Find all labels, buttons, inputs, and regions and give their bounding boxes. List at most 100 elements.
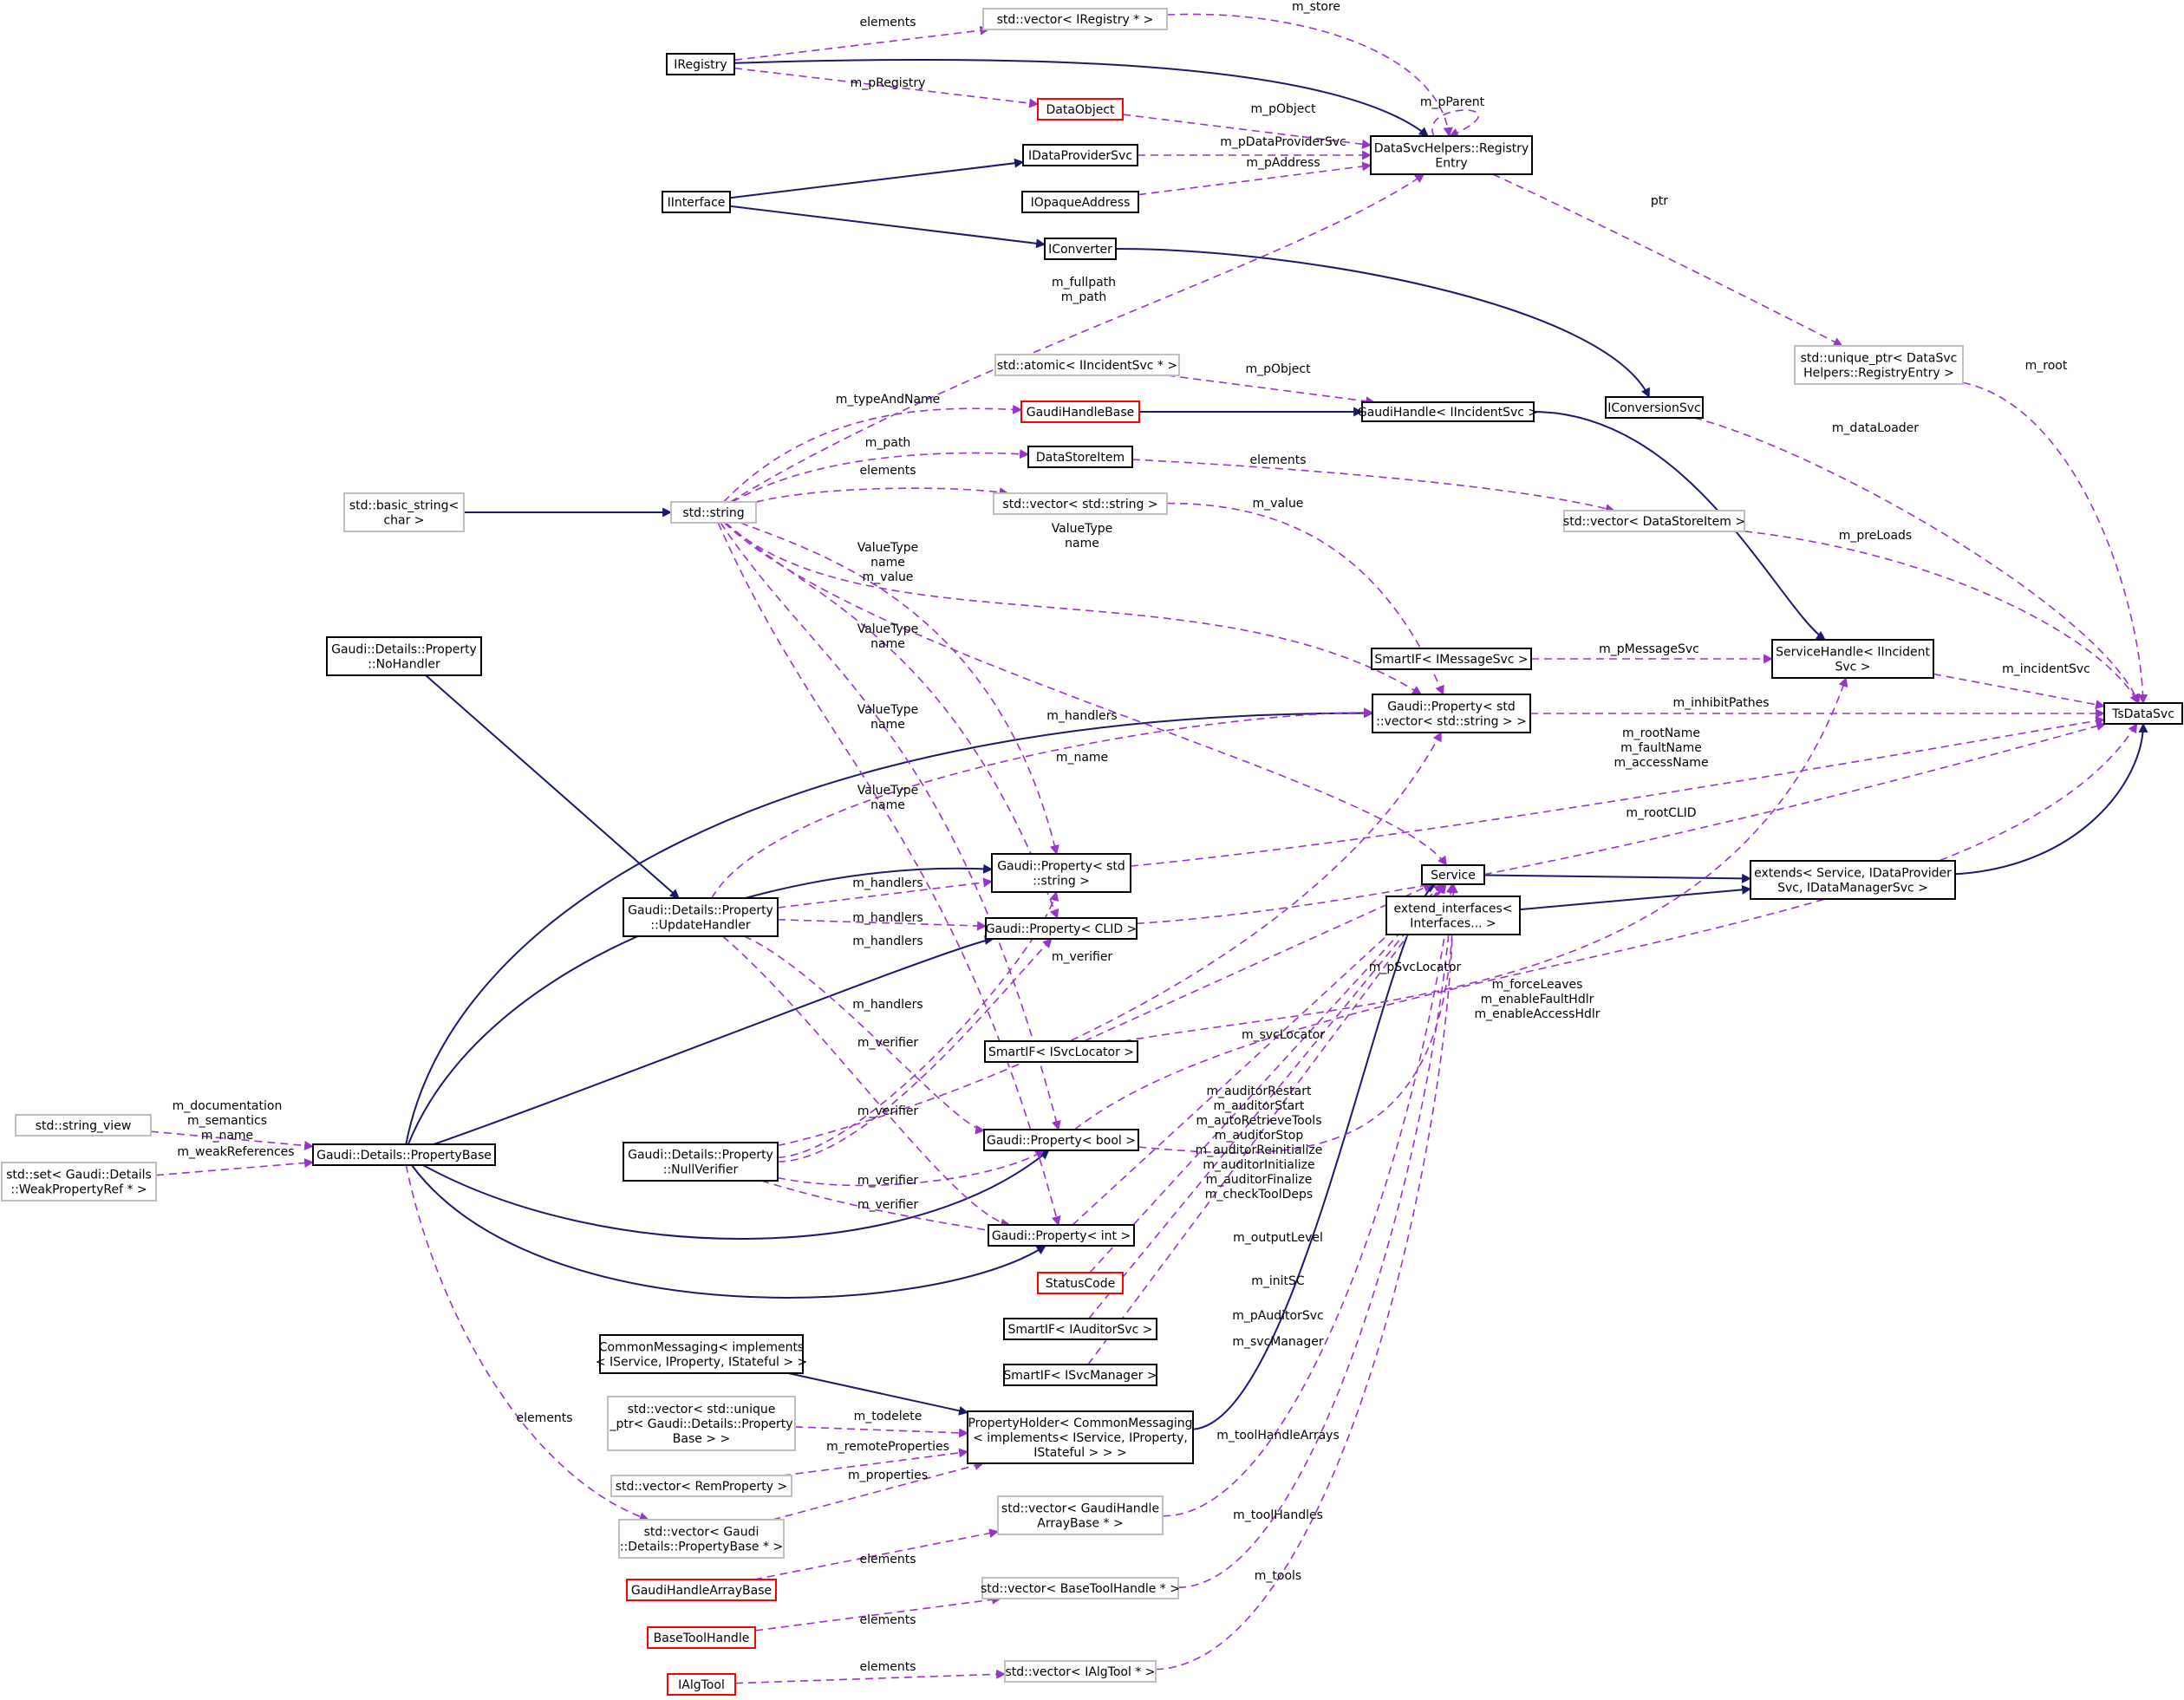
class-node-label: StatusCode bbox=[1046, 1277, 1115, 1291]
class-node-vec-iregistry[interactable]: std::vector< IRegistry * > bbox=[982, 8, 1168, 30]
class-node-status-code[interactable]: StatusCode bbox=[1037, 1272, 1124, 1294]
class-node-prop-string[interactable]: Gaudi::Property< std::string > bbox=[991, 853, 1131, 893]
class-node-base-tool-handle[interactable]: BaseToolHandle bbox=[647, 1626, 756, 1649]
class-node-gaudi-handle-ii[interactable]: GaudiHandle< IIncidentSvc > bbox=[1358, 401, 1538, 422]
class-node-box bbox=[670, 501, 757, 524]
class-node-ts-data-svc[interactable]: TsDataSvc bbox=[2103, 702, 2183, 725]
class-node-data-store-item[interactable]: DataStoreItem bbox=[1027, 446, 1133, 468]
class-node-vec-unique-ptr[interactable]: std::vector< std::unique_ptr< Gaudi::Det… bbox=[607, 1396, 796, 1451]
class-node-ialg-tool[interactable]: IAlgTool bbox=[667, 1673, 736, 1696]
class-node-label: std::unique_ptr< DataSvc bbox=[1801, 352, 1958, 366]
class-node-prop-vec-str[interactable]: Gaudi::Property< std::vector< std::strin… bbox=[1372, 694, 1531, 733]
edge-label: m_pAddress bbox=[1246, 156, 1320, 170]
class-node-data-object[interactable]: DataObject bbox=[1037, 98, 1124, 120]
class-node-label: Svc, IDataManagerSvc > bbox=[1777, 882, 1928, 896]
class-node-vec-data-store-item[interactable]: std::vector< DataStoreItem > bbox=[1563, 510, 1745, 532]
class-node-label: Base > > bbox=[673, 1432, 730, 1446]
class-node-null-verifier[interactable]: Gaudi::Details::Property::NullVerifier bbox=[623, 1142, 779, 1182]
class-node-vec-ialg-tool[interactable]: std::vector< IAlgTool * > bbox=[1004, 1660, 1157, 1683]
class-node-prop-int[interactable]: Gaudi::Property< int > bbox=[988, 1224, 1135, 1247]
class-node-basic-string[interactable]: std::basic_string<char > bbox=[343, 492, 465, 532]
class-node-iopaque-address[interactable]: IOpaqueAddress bbox=[1021, 191, 1139, 213]
class-node-box bbox=[2103, 702, 2183, 725]
class-node-no-handler[interactable]: Gaudi::Details::Property::NoHandler bbox=[326, 636, 482, 676]
class-node-registry-entry[interactable]: DataSvcHelpers::RegistryEntry bbox=[1370, 135, 1533, 175]
edge-label: m_toolHandles bbox=[1233, 1508, 1323, 1522]
class-node-iconversion-svc[interactable]: IConversionSvc bbox=[1605, 396, 1704, 419]
class-node-smart-ifmgr[interactable]: SmartIF< ISvcManager > bbox=[1003, 1364, 1157, 1386]
class-node-service-handle[interactable]: ServiceHandle< IIncidentSvc > bbox=[1771, 639, 1934, 679]
edge-label: m_initSC bbox=[1251, 1274, 1305, 1288]
edge-label: elements bbox=[859, 1553, 916, 1566]
class-node-label: Gaudi::Property< CLID > bbox=[986, 922, 1138, 936]
edge-label: m_pSvcLocator bbox=[1369, 961, 1462, 974]
inheritance-edge bbox=[405, 708, 1374, 1145]
edge-label: m_todelete bbox=[854, 1410, 922, 1423]
class-node-smart-ifmsg[interactable]: SmartIF< IMessageSvc > bbox=[1371, 648, 1532, 670]
class-node-box bbox=[983, 1129, 1139, 1151]
edge-label: name bbox=[1065, 537, 1099, 550]
class-node-extends[interactable]: extends< Service, IDataProviderSvc, IDat… bbox=[1750, 860, 1956, 900]
class-node-iinterface[interactable]: IInterface bbox=[662, 191, 731, 213]
inheritance-edge bbox=[1954, 722, 2148, 876]
class-node-box bbox=[312, 1143, 496, 1166]
class-node-extend-interfaces[interactable]: extend_interfaces<Interfaces... > bbox=[1385, 896, 1521, 935]
class-node-string-view[interactable]: std::string_view bbox=[15, 1114, 152, 1137]
class-node-vec-rem-prop[interactable]: std::vector< RemProperty > bbox=[610, 1475, 792, 1497]
class-node-label: SmartIF< IAuditorSvc > bbox=[1008, 1323, 1153, 1337]
inheritance-edge bbox=[729, 158, 1025, 199]
class-node-service[interactable]: Service bbox=[1421, 864, 1485, 885]
class-node-label: std::basic_string< bbox=[349, 499, 459, 513]
class-node-label: std::string_view bbox=[36, 1119, 132, 1133]
class-node-box bbox=[982, 8, 1168, 30]
class-node-atomic-ii[interactable]: std::atomic< IIncidentSvc * > bbox=[994, 354, 1180, 376]
class-node-label: Helpers::RegistryEntry > bbox=[1803, 367, 1954, 381]
edge-label: m_incidentSvc bbox=[2002, 662, 2090, 676]
class-node-prop-clid[interactable]: Gaudi::Property< CLID > bbox=[985, 917, 1138, 940]
class-node-iconverter[interactable]: IConverter bbox=[1044, 238, 1117, 260]
usage-edge bbox=[1138, 161, 1372, 196]
class-node-label: PropertyHolder< CommonMessaging bbox=[968, 1417, 1192, 1430]
class-node-property-holder[interactable]: PropertyHolder< CommonMessaging< impleme… bbox=[967, 1410, 1194, 1464]
class-node-iregistry[interactable]: IRegistry bbox=[666, 53, 735, 75]
class-node-prop-bool[interactable]: Gaudi::Property< bool > bbox=[983, 1129, 1139, 1151]
class-node-gaudi-handle-base[interactable]: GaudiHandleBase bbox=[1020, 401, 1140, 423]
edge-label: m_tools bbox=[1255, 1569, 1301, 1583]
class-node-label: ::UpdateHandler bbox=[650, 919, 751, 933]
class-node-label: IInterface bbox=[668, 196, 726, 210]
class-node-label: TsDataSvc bbox=[2111, 707, 2174, 721]
edge-label: ValueType bbox=[857, 541, 919, 555]
edge-label: m_auditorStop bbox=[1215, 1129, 1304, 1143]
class-node-common-messaging[interactable]: CommonMessaging< implements< IService, I… bbox=[596, 1334, 807, 1374]
class-node-vec-prop-base[interactable]: std::vector< Gaudi::Details::PropertyBas… bbox=[618, 1519, 785, 1559]
class-node-box bbox=[1794, 345, 1964, 385]
class-node-box bbox=[610, 1475, 792, 1497]
usage-edge bbox=[740, 522, 1059, 856]
class-node-vec-ghab[interactable]: std::vector< GaudiHandleArrayBase * > bbox=[997, 1495, 1164, 1535]
class-node-smart-ifloc[interactable]: SmartIF< ISvcLocator > bbox=[984, 1040, 1138, 1063]
class-node-label: std::vector< GaudiHandle bbox=[1001, 1502, 1159, 1516]
class-node-idata-provider-svc[interactable]: IDataProviderSvc bbox=[1022, 144, 1138, 166]
class-node-box bbox=[1372, 694, 1531, 733]
class-node-property-base[interactable]: Gaudi::Details::PropertyBase bbox=[312, 1143, 496, 1166]
class-node-set-weak[interactable]: std::set< Gaudi::Details::WeakPropertyRe… bbox=[1, 1162, 157, 1202]
class-node-vec-bth[interactable]: std::vector< BaseToolHandle * > bbox=[981, 1577, 1180, 1599]
class-node-label: BaseToolHandle bbox=[654, 1632, 750, 1645]
edge-label: m_path bbox=[1061, 290, 1106, 304]
class-node-label: DataSvcHelpers::Registry bbox=[1374, 142, 1529, 156]
usage-edge bbox=[1933, 673, 2106, 710]
inheritance-edge bbox=[1483, 873, 1752, 883]
class-node-smart-ifaud[interactable]: SmartIF< IAuditorSvc > bbox=[1003, 1318, 1157, 1340]
class-node-box bbox=[626, 1579, 777, 1601]
edge-label: m_value bbox=[1253, 497, 1304, 511]
edge-label: m_semantics bbox=[187, 1114, 267, 1128]
class-node-label: Gaudi::Property< std bbox=[997, 860, 1125, 874]
class-node-update-handler[interactable]: Gaudi::Details::Property::UpdateHandler bbox=[623, 897, 779, 937]
class-node-stdstring[interactable]: std::string bbox=[670, 501, 757, 524]
class-node-unique-ptr[interactable]: std::unique_ptr< DataSvcHelpers::Registr… bbox=[1794, 345, 1964, 385]
class-node-gaudi-handle-array-base[interactable]: GaudiHandleArrayBase bbox=[626, 1579, 777, 1601]
edge-label: m_auditorReinitialize bbox=[1196, 1143, 1323, 1157]
class-node-label: std::set< Gaudi::Details bbox=[6, 1169, 152, 1182]
class-node-box bbox=[1037, 98, 1124, 120]
class-node-vec-string[interactable]: std::vector< std::string > bbox=[993, 492, 1168, 515]
